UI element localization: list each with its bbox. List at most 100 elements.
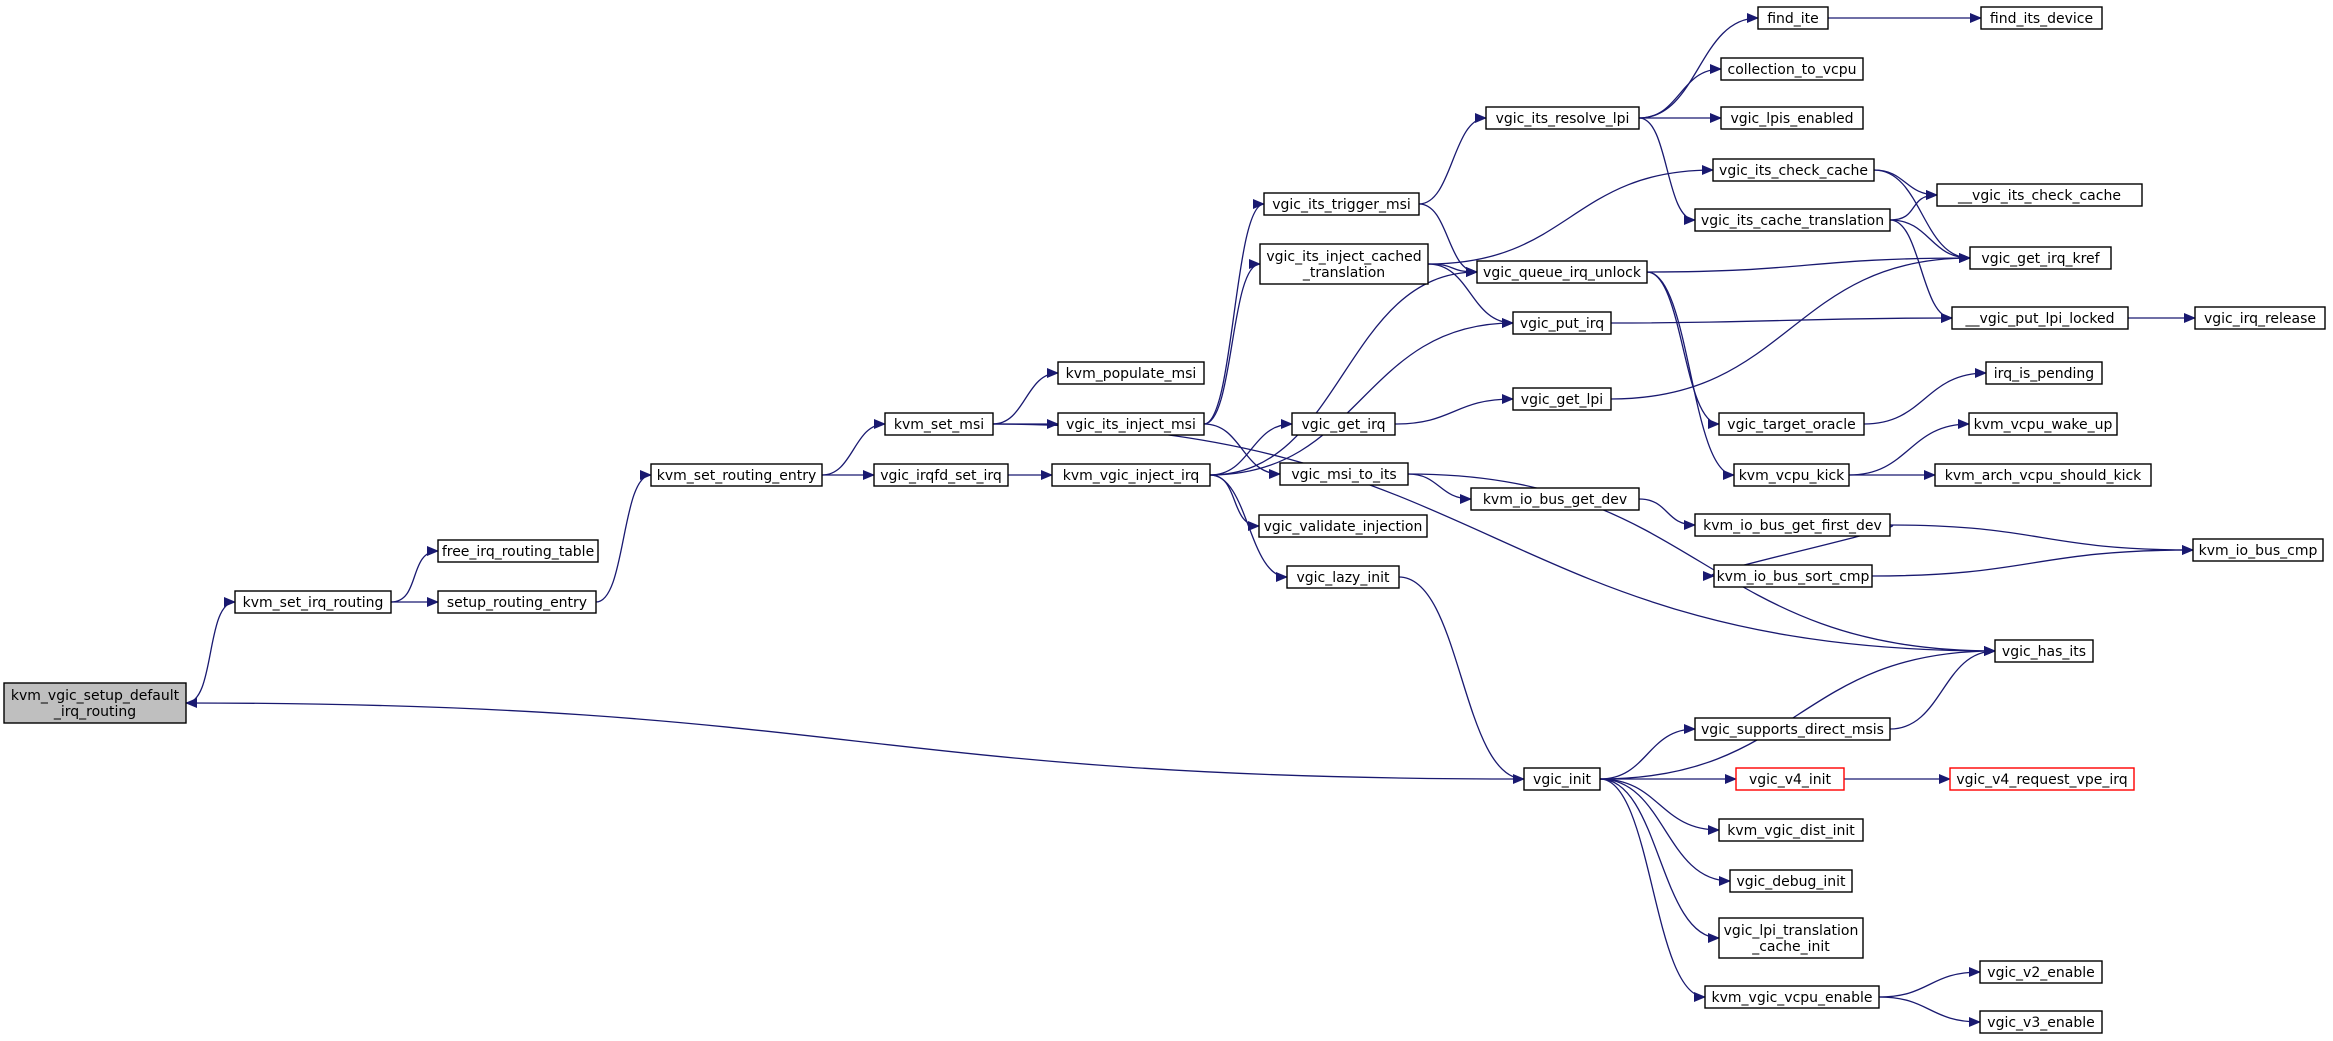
node---vgic-its-check-cache[interactable]: __vgic_its_check_cache [1936,183,2143,207]
node-vgic-irq-release[interactable]: vgic_irq_release [2194,306,2326,330]
node-kvm-io-bus-get-first-dev[interactable]: kvm_io_bus_get_first_dev [1694,513,1891,537]
node-label: vgic_get_lpi [1521,392,1603,408]
node-find-ite[interactable]: find_ite [1757,6,1829,30]
node-vgic-has-its[interactable]: vgic_has_its [1994,639,2094,663]
node-box [1969,246,2112,270]
node-box [1733,463,1850,487]
node-label: vgic_lpis_enabled [1730,111,1853,127]
call-edge-kvm_vgic_vcpu_enable-to-vgic_v3_enable [1878,996,1981,1027]
node-vgic-its-inject-cached-translation[interactable]: vgic_its_inject_cached_translation [1259,243,1429,285]
node-vgic-get-irq[interactable]: vgic_get_irq [1291,412,1396,436]
node-label: collection_to_vcpu [1728,62,1857,78]
node-box [1704,985,1880,1009]
call-edge-vgic_its_inject_cached_translation-to-vgic_put_irq [1427,263,1514,328]
node-vgic-supports-direct-msis[interactable]: vgic_supports_direct_msis [1694,717,1891,741]
node-kvm-vcpu-kick[interactable]: kvm_vcpu_kick [1733,463,1850,487]
node-label: vgic_queue_irq_unlock [1483,265,1642,281]
node-vgic-queue-irq-unlock[interactable]: vgic_queue_irq_unlock [1476,260,1648,284]
node-box [1949,767,2135,791]
node-vgic-v2-enable[interactable]: vgic_v2_enable [1979,960,2103,984]
node-vgic-validate-injection[interactable]: vgic_validate_injection [1258,514,1428,538]
call-edge-kvm_vcpu_kick-to-kvm_vcpu_wake_up [1848,419,1970,476]
node-box [1057,412,1205,436]
node-kvm-vcpu-wake-up[interactable]: kvm_vcpu_wake_up [1968,412,2118,436]
call-edge-kvm_vgic_inject_irq-to-vgic_lazy_init [1209,474,1288,582]
node-box [1718,917,1864,959]
node-box [1712,158,1875,182]
call-edge-vgic_its_trigger_msi-to-vgic_its_resolve_lpi [1418,113,1487,205]
node-kvm-populate-msi[interactable]: kvm_populate_msi [1057,361,1205,385]
node-vgic-v3-enable[interactable]: vgic_v3_enable [1979,1010,2103,1034]
node-label: vgic_v4_init [1749,772,1832,788]
node-kvm-io-bus-cmp[interactable]: kvm_io_bus_cmp [2192,538,2324,562]
node-vgic-its-inject-msi[interactable]: vgic_its_inject_msi [1057,412,1205,436]
node-label: find_its_device [1990,11,2093,27]
node-find-its-device[interactable]: find_its_device [1980,6,2103,30]
call-edge-kvm_set_msi-to-vgic_has_its [992,423,1996,656]
node-vgic-lpi-translation-cache-init[interactable]: vgic_lpi_translation_cache_init [1718,917,1864,959]
node-box [1980,6,2103,30]
call-edge-vgic_its_inject_msi-to-vgic_its_trigger_msi [1203,199,1265,425]
node-label: vgic_get_irq [1301,417,1385,433]
node-vgic-v4-request-vpe-irq[interactable]: vgic_v4_request_vpe_irq [1949,767,2135,791]
node-vgic-its-cache-translation[interactable]: vgic_its_cache_translation [1694,208,1891,232]
call-edge-vgic_msi_to_its-to-kvm_io_bus_get_dev [1407,473,1472,504]
node-vgic-its-resolve-lpi[interactable]: vgic_its_resolve_lpi [1485,106,1640,130]
node-label: kvm_vcpu_kick [1739,468,1845,484]
node-label: vgic_v3_enable [1987,1015,2094,1031]
node-irq-is-pending[interactable]: irq_is_pending [1985,361,2103,385]
node-label: kvm_vgic_inject_irq [1063,468,1200,484]
node-label: kvm_populate_msi [1066,366,1197,382]
node-label: vgic_irqfd_set_irq [880,468,1002,484]
node-label: vgic_v4_request_vpe_irq [1956,772,2127,788]
node-free-irq-routing-table[interactable]: free_irq_routing_table [437,539,599,563]
call-edge-vgic_its_resolve_lpi-to-collection_to_vcpu [1638,64,1722,119]
call-edge-kvm_set_routing_entry-to-kvm_set_msi [821,419,886,476]
node-vgic-put-irq[interactable]: vgic_put_irq [1512,311,1612,335]
node-label: kvm_set_msi [894,417,984,433]
node---vgic-put-lpi-locked[interactable]: __vgic_put_lpi_locked [1951,306,2129,330]
node-vgic-msi-to-its[interactable]: vgic_msi_to_its [1279,462,1409,486]
node-vgic-v4-init[interactable]: vgic_v4_init [1735,767,1845,791]
node-label: setup_routing_entry [447,595,587,611]
node-label: kvm_io_bus_cmp [2199,543,2318,559]
node-label: vgic_debug_init [1736,874,1846,890]
node-vgic-lpis-enabled[interactable]: vgic_lpis_enabled [1720,106,1864,130]
node-vgic-its-trigger-msi[interactable]: vgic_its_trigger_msi [1263,192,1420,216]
node-vgic-get-irq-kref[interactable]: vgic_get_irq_kref [1969,246,2112,270]
node-kvm-arch-vcpu-should-kick[interactable]: kvm_arch_vcpu_should_kick [1934,463,2152,487]
node-box [1951,306,2129,330]
node-kvm-vgic-dist-init[interactable]: kvm_vgic_dist_init [1718,818,1864,842]
node-box [1979,1010,2103,1034]
node-vgic-its-check-cache[interactable]: vgic_its_check_cache [1712,158,1875,182]
node-label: vgic_target_oracle [1727,417,1855,433]
call-edge-vgic_get_irq-to-vgic_get_lpi [1394,394,1514,425]
node-vgic-target-oracle[interactable]: vgic_target_oracle [1718,412,1865,436]
node-kvm-set-routing-entry[interactable]: kvm_set_routing_entry [650,463,823,487]
node-label: _cache_init [1751,939,1830,955]
node-kvm-vgic-inject-irq[interactable]: kvm_vgic_inject_irq [1051,463,1211,487]
node-vgic-irqfd-set-irq[interactable]: vgic_irqfd_set_irq [873,463,1009,487]
node-collection-to-vcpu[interactable]: collection_to_vcpu [1720,57,1864,81]
node-vgic-lazy-init[interactable]: vgic_lazy_init [1286,565,1400,589]
node-vgic-get-lpi[interactable]: vgic_get_lpi [1512,387,1612,411]
node-vgic-init[interactable]: vgic_init [1523,767,1601,791]
node-box [1718,818,1864,842]
node-label: vgic_irq_release [2204,311,2316,327]
node-kvm-set-msi[interactable]: kvm_set_msi [884,412,994,436]
call-edge-vgic_queue_irq_unlock-to-vgic_target_oracle [1646,271,1720,429]
node-kvm-vgic-vcpu-enable[interactable]: kvm_vgic_vcpu_enable [1704,985,1880,1009]
node-vgic-debug-init[interactable]: vgic_debug_init [1729,869,1853,893]
node-layer: kvm_vgic_setup_default_irq_routing kvm_se… [3,6,2326,1034]
node-setup-routing-entry[interactable]: setup_routing_entry [437,590,597,614]
call-edge-vgic_its_check_cache-to-vgic_get_irq_kref [1873,169,1971,263]
node-box [1476,260,1648,284]
node-kvm-set-irq-routing[interactable]: kvm_set_irq_routing [234,590,392,614]
node-root[interactable]: kvm_vgic_setup_default_irq_routing [3,682,187,724]
node-kvm-io-bus-sort-cmp[interactable]: kvm_io_bus_sort_cmp [1713,564,1873,588]
node-label: vgic_its_trigger_msi [1272,197,1411,213]
node-box [1057,361,1205,385]
node-box [1470,487,1640,511]
node-label: vgic_its_resolve_lpi [1496,111,1630,127]
node-kvm-io-bus-get-dev[interactable]: kvm_io_bus_get_dev [1470,487,1640,511]
